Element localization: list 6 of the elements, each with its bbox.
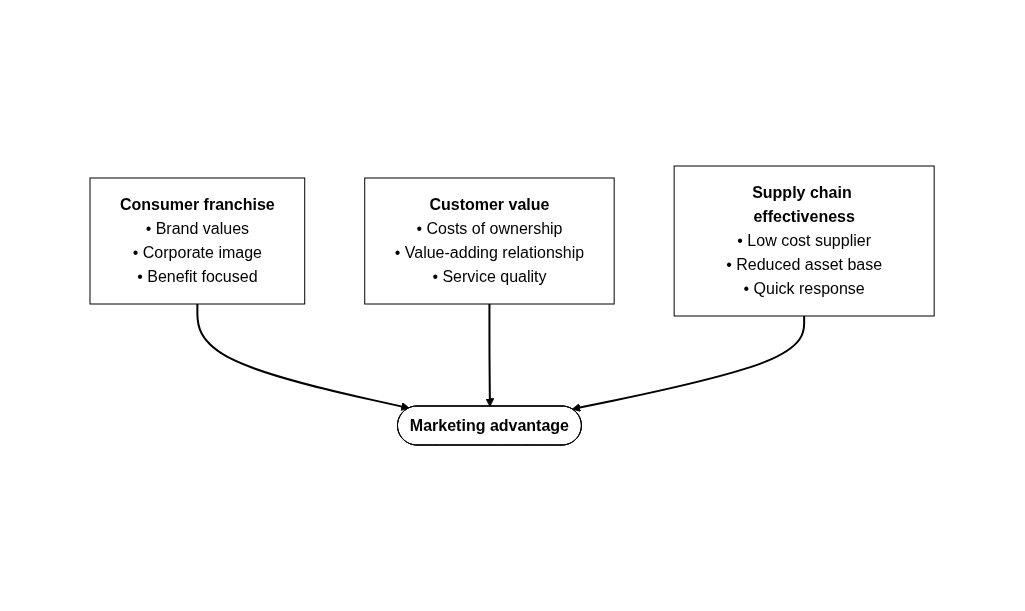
arrow	[485, 303, 495, 407]
node-box: Customer value • Costs of ownership • Value-adding relationship • Service quality	[364, 177, 616, 305]
arrow	[572, 315, 806, 412]
arrow	[196, 303, 411, 411]
node-box: Consumer franchise • Brand values • Corporate image • Benefit focused	[89, 177, 306, 305]
node-box: Supply chain effectiveness • Low cost supplier • Reduced asset base • Quick response	[674, 165, 936, 317]
